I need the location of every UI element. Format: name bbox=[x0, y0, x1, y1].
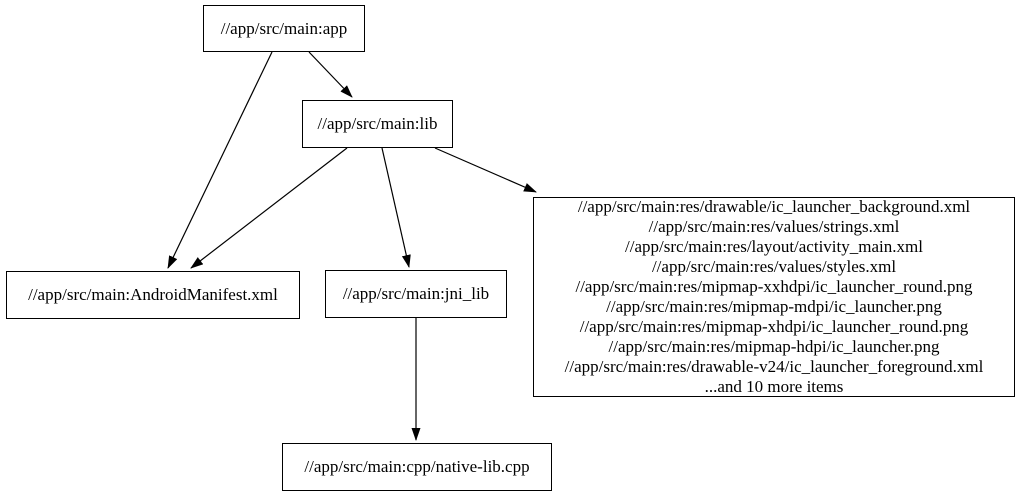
node-android-manifest: //app/src/main:AndroidManifest.xml bbox=[6, 271, 300, 319]
edge-app-to-lib bbox=[308, 51, 353, 98]
node-android-manifest-label: //app/src/main:AndroidManifest.xml bbox=[28, 285, 278, 304]
edge-lib-to-manifest bbox=[190, 147, 348, 269]
node-res-group: //app/src/main:res/drawable/ic_launcher_… bbox=[533, 197, 1015, 397]
node-app-label: //app/src/main:app bbox=[220, 18, 348, 38]
node-lib: //app/src/main:lib bbox=[302, 100, 453, 148]
node-jni-lib-label: //app/src/main:jni_lib bbox=[342, 284, 490, 303]
node-lib-label: //app/src/main:lib bbox=[317, 114, 438, 133]
edge-lib-to-jni-lib bbox=[381, 147, 411, 268]
node-native-lib-cpp-label: //app/src/main:cpp/native-lib.cpp bbox=[304, 457, 530, 476]
node-res-group-label: //app/src/main:res/drawable/ic_launcher_… bbox=[564, 197, 984, 396]
edge-app-to-manifest bbox=[167, 51, 273, 269]
node-app: //app/src/main:app bbox=[203, 5, 365, 52]
node-jni-lib: //app/src/main:jni_lib bbox=[325, 270, 507, 318]
node-native-lib-cpp: //app/src/main:cpp/native-lib.cpp bbox=[282, 443, 552, 491]
edge-lib-to-res bbox=[434, 147, 537, 193]
